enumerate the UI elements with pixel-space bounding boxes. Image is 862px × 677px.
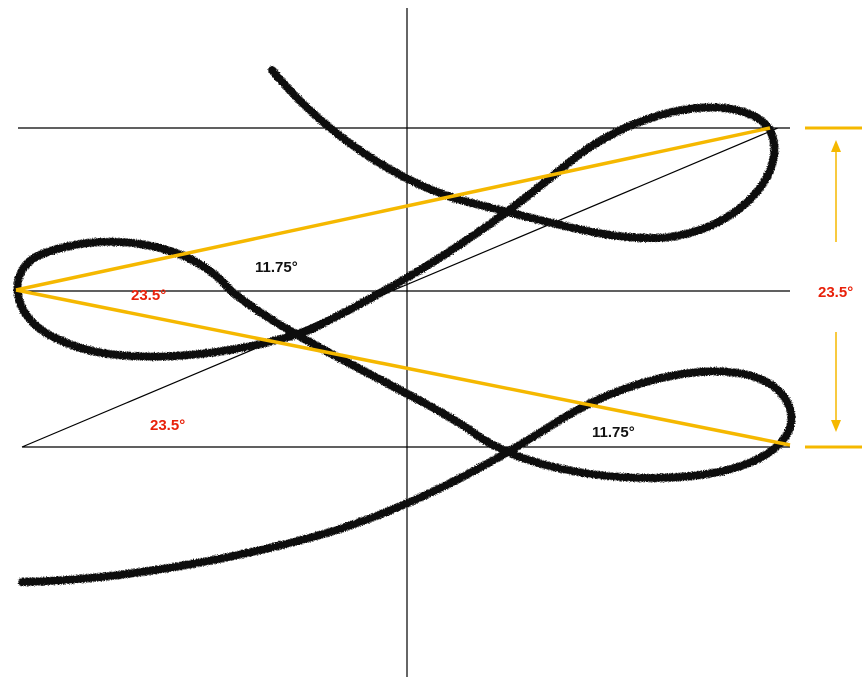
lower-inner-angle-label: 11.75° — [592, 424, 635, 441]
span-angle-label: 23.5° — [818, 284, 853, 301]
upper-yellow-ray — [15, 126, 771, 292]
guide-lines — [18, 8, 790, 677]
diagonal-line — [21, 127, 779, 448]
lower-triangle-angle-label: 23.5° — [150, 417, 185, 434]
lower-yellow-ray — [15, 288, 791, 447]
left-outer-angle-label: 23.5° — [131, 287, 166, 304]
arrow-up-icon — [831, 140, 841, 152]
upper-inner-angle-label: 11.75° — [255, 259, 298, 276]
yellow-guides — [15, 126, 862, 449]
arrow-down-icon — [831, 420, 841, 432]
